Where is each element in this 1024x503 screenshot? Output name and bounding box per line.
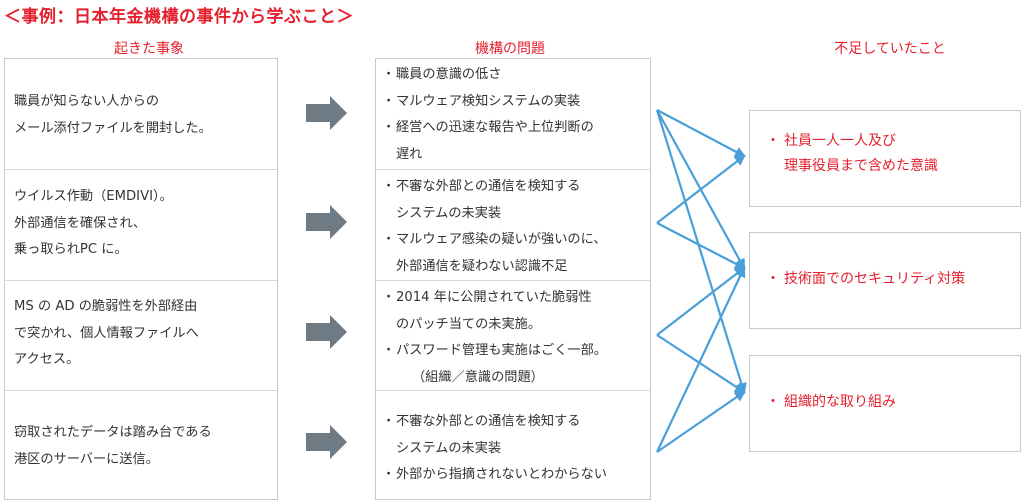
gap-item-3: ・組織的な取り組み (766, 390, 896, 415)
list-item: ・不審な外部との通信を検知する (382, 409, 607, 436)
problem-continuation: のパッチ当ての未実施。 (396, 316, 542, 332)
bullet: ・ (766, 394, 780, 410)
problem-continuation: システムの未実装 (396, 205, 502, 221)
problem-group-1: ・職員の意識の低さ ・マルウェア検知システムの実装 ・経営への迅速な報告や上位判… (382, 62, 594, 168)
list-item: ・社員一人一人及び (766, 129, 938, 154)
event-line: 窃取されたデータは踏み台である (14, 425, 212, 440)
event-line: 職員が知らない人からの (14, 94, 160, 109)
divider (376, 390, 650, 391)
problem-text: 外部から指摘されないとわからない (396, 467, 607, 482)
connector-arrow (656, 266, 746, 336)
event-line: メール添付ファイルを開封した。 (14, 120, 212, 136)
bullet: ・ (382, 467, 396, 482)
event-item-4: 窃取されたデータは踏み台である 港区のサーバーに送信。 (14, 420, 212, 473)
list-item: ・不審な外部との通信を検知する (382, 174, 607, 201)
event-line: で突かれ、個人情報ファイルへ (14, 325, 199, 341)
event-item-3: MS の AD の脆弱性を外部経由 で突かれ、個人情報ファイルへ アクセス。 (14, 294, 199, 374)
right-arrow-icon (306, 425, 347, 459)
event-line: 港区のサーバーに送信。 (14, 451, 159, 467)
gap-box-2 (749, 232, 1021, 329)
connector-arrow (656, 266, 746, 453)
bullet: ・ (382, 120, 396, 135)
right-arrow-icon (306, 315, 347, 349)
connector-arrow (656, 154, 746, 224)
header-events: 起きた事象 (114, 41, 184, 57)
problem-text: 不審な外部との通信を検知する (396, 179, 581, 194)
right-arrow-icon (306, 96, 347, 130)
list-item: ・2014 年に公開されていた脆弱性 (382, 285, 607, 312)
event-line: 外部通信を確保され、 (14, 215, 147, 231)
problem-text: マルウェア感染の疑いが強いのに、 (396, 232, 607, 247)
problem-text: 職員の意識の低さ (396, 67, 502, 82)
divider (376, 169, 650, 170)
connector-arrow (656, 109, 746, 158)
bullet: ・ (766, 133, 780, 149)
gap-text: 社員一人一人及び (784, 133, 896, 149)
gap-text: 組織的な取り組み (784, 394, 896, 410)
event-line: アクセス。 (14, 352, 80, 367)
problem-continuation: システムの未実装 (396, 440, 502, 456)
list-item: ・職員の意識の低さ (382, 62, 594, 89)
list-item: ・マルウェア検知システムの実装 (382, 89, 594, 116)
events-panel (4, 58, 278, 500)
list-item: ・パスワード管理も実施はごく一部。 (382, 338, 607, 365)
problems-panel (375, 58, 651, 500)
problem-group-2: ・不審な外部との通信を検知する システムの未実装 ・マルウェア感染の疑いが強いの… (382, 174, 607, 280)
problem-text: パスワード管理も実施はごく一部。 (396, 343, 607, 358)
connector-arrow (656, 222, 746, 270)
event-line: MS の AD の脆弱性を外部経由 (14, 299, 198, 314)
gap-text: 技術面でのセキュリティ対策 (784, 271, 966, 287)
page-title: ＜事例：日本年金機構の事件から学ぶこと＞ (4, 7, 354, 27)
bullet: ・ (382, 414, 396, 429)
bullet: ・ (382, 67, 396, 82)
bullet: ・ (382, 232, 396, 247)
problem-text: 経営への迅速な報告や上位判断の (396, 120, 594, 135)
event-line: 乗っ取られPC に。 (14, 242, 128, 257)
bullet: ・ (766, 271, 780, 287)
list-item: ・経営への迅速な報告や上位判断の (382, 115, 594, 142)
bullet: ・ (382, 179, 396, 194)
right-arrow-icon (306, 205, 347, 239)
event-item-1: 職員が知らない人からの メール添付ファイルを開封した。 (14, 89, 212, 142)
bullet: ・ (382, 93, 396, 109)
problem-continuation: （組織／意識の問題） (412, 369, 544, 385)
problem-text: 不審な外部との通信を検知する (396, 414, 581, 429)
gap-box-1 (749, 110, 1021, 207)
divider (376, 280, 650, 281)
event-line: ウイルス作動（EMDIVI）。 (14, 189, 173, 204)
bullet: ・ (382, 343, 396, 358)
list-item: ・外部から指摘されないとわからない (382, 462, 607, 489)
list-item: ・マルウェア感染の疑いが強いのに、 (382, 227, 607, 254)
connector-arrow (655, 109, 747, 395)
problem-text: マルウェア検知システムの実装 (396, 93, 581, 109)
list-item: ・組織的な取り組み (766, 390, 896, 415)
bullet: ・ (382, 290, 396, 305)
gap-item-1: ・社員一人一人及び 理事役員まで含めた意識 (766, 129, 938, 179)
connector-arrow (656, 334, 746, 394)
problem-text: 2014 年に公開されていた脆弱性 (396, 290, 592, 305)
header-problems: 機構の問題 (475, 41, 545, 57)
problem-group-4: ・不審な外部との通信を検知する システムの未実装 ・外部から指摘されないとわから… (382, 409, 607, 489)
event-item-2: ウイルス作動（EMDIVI）。 外部通信を確保され、 乗っ取られPC に。 (14, 184, 173, 264)
divider (5, 390, 277, 391)
list-item: ・技術面でのセキュリティ対策 (766, 267, 965, 292)
gap-continuation: 理事役員まで含めた意識 (784, 158, 938, 174)
problem-continuation: 外部通信を疑わない認識不足 (396, 258, 568, 274)
connector-arrow (656, 390, 746, 453)
problem-continuation: 遅れ (396, 146, 423, 162)
gap-item-2: ・技術面でのセキュリティ対策 (766, 267, 965, 292)
gap-box-3 (749, 355, 1021, 452)
header-gaps: 不足していたこと (834, 41, 946, 57)
divider (5, 280, 277, 281)
problem-group-3: ・2014 年に公開されていた脆弱性 のパッチ当ての未実施。 ・パスワード管理も… (382, 285, 607, 391)
divider (5, 169, 277, 170)
